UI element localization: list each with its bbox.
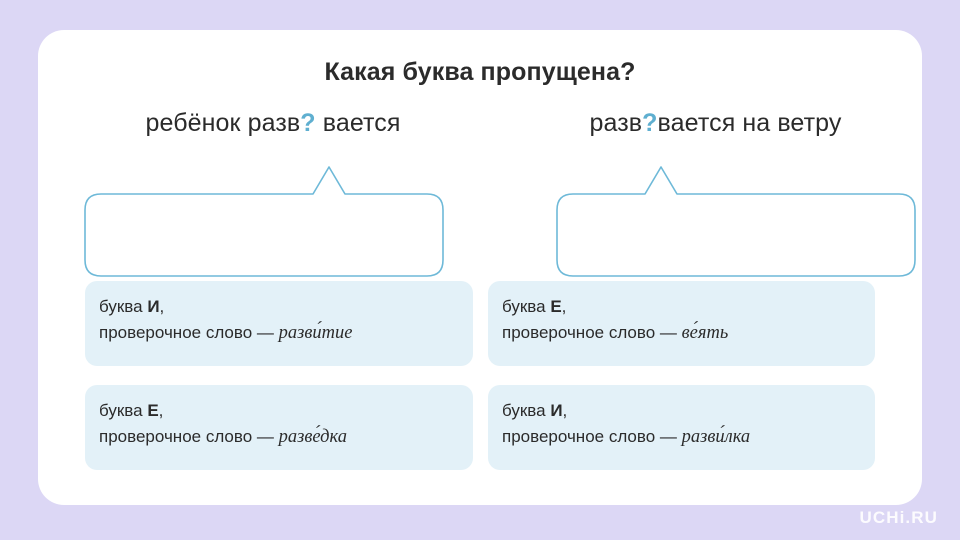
answer-option-4-check-label: проверочное слово — bbox=[502, 426, 682, 446]
dropzone-1[interactable] bbox=[53, 152, 453, 277]
answer-option-3-line1: буква Е, bbox=[99, 399, 455, 424]
answer-option-4-check-word: разви́лка bbox=[681, 426, 751, 447]
answer-option-2[interactable]: буква Е, проверочное слово — ве́ять bbox=[488, 281, 875, 366]
answer-option-2-check-word: ве́ять bbox=[681, 322, 729, 343]
answer-option-2-prefix: буква bbox=[502, 297, 551, 316]
answer-option-2-letter: Е bbox=[550, 297, 562, 316]
dropzone-2-bubble-shape bbox=[556, 166, 916, 277]
answer-option-1-comma: , bbox=[159, 297, 165, 316]
answer-option-3[interactable]: буква Е, проверочное слово — разве́дка bbox=[85, 385, 473, 470]
answer-option-4-prefix: буква bbox=[502, 401, 551, 420]
answer-option-1-line1: буква И, bbox=[99, 295, 455, 320]
answer-option-3-check-word: разве́дка bbox=[278, 426, 347, 447]
answer-option-4-line1: буква И, bbox=[502, 399, 857, 424]
answer-option-1-letter: И bbox=[147, 297, 160, 316]
answer-option-4-comma: , bbox=[562, 401, 568, 420]
answer-option-2-comma: , bbox=[561, 297, 567, 316]
answer-option-2-line2: проверочное слово — ве́ять bbox=[502, 320, 857, 347]
answer-option-3-check-label: проверочное слово — bbox=[99, 426, 279, 446]
answer-option-3-comma: , bbox=[158, 401, 164, 420]
dropzone-2[interactable] bbox=[525, 152, 925, 277]
answer-option-2-line1: буква Е, bbox=[502, 295, 857, 320]
answer-option-4-letter: И bbox=[550, 401, 563, 420]
dropzone-1-bubble-shape bbox=[84, 166, 444, 277]
answer-option-3-prefix: буква bbox=[99, 401, 148, 420]
answer-option-1-check-word: разви́тие bbox=[278, 322, 353, 343]
question-phrase-2-prefix: разв bbox=[589, 109, 643, 137]
answer-option-3-line2: проверочное слово — разве́дка bbox=[99, 424, 455, 451]
page-title: Какая буква пропущена? bbox=[324, 58, 636, 86]
question-mark-icon: ? bbox=[642, 109, 658, 137]
question-phrase-1: ребёнок разв? вается bbox=[83, 109, 463, 138]
answer-option-4-line2: проверочное слово — разви́лка bbox=[502, 424, 857, 451]
question-phrase-1-suffix: вается bbox=[315, 109, 401, 137]
answer-option-1[interactable]: буква И, проверочное слово — разви́тие bbox=[85, 281, 473, 366]
answer-option-2-check-label: проверочное слово — bbox=[502, 322, 682, 342]
question-phrase-2-suffix: вается на ветру bbox=[657, 109, 842, 137]
question-phrase-2: разв?вается на ветру bbox=[518, 109, 913, 138]
answer-option-1-check-label: проверочное слово — bbox=[99, 322, 279, 342]
uchi-ru-logo: UCHi.RU bbox=[859, 508, 938, 527]
answer-option-3-letter: Е bbox=[147, 401, 159, 420]
lesson-card: Какая буква пропущена? ребёнок разв? вае… bbox=[38, 30, 922, 505]
answer-option-1-prefix: буква bbox=[99, 297, 148, 316]
answer-option-4[interactable]: буква И, проверочное слово — разви́лка bbox=[488, 385, 875, 470]
question-phrase-1-prefix: ребёнок разв bbox=[145, 109, 301, 137]
question-mark-icon: ? bbox=[300, 109, 316, 137]
answer-option-1-line2: проверочное слово — разви́тие bbox=[99, 320, 455, 347]
